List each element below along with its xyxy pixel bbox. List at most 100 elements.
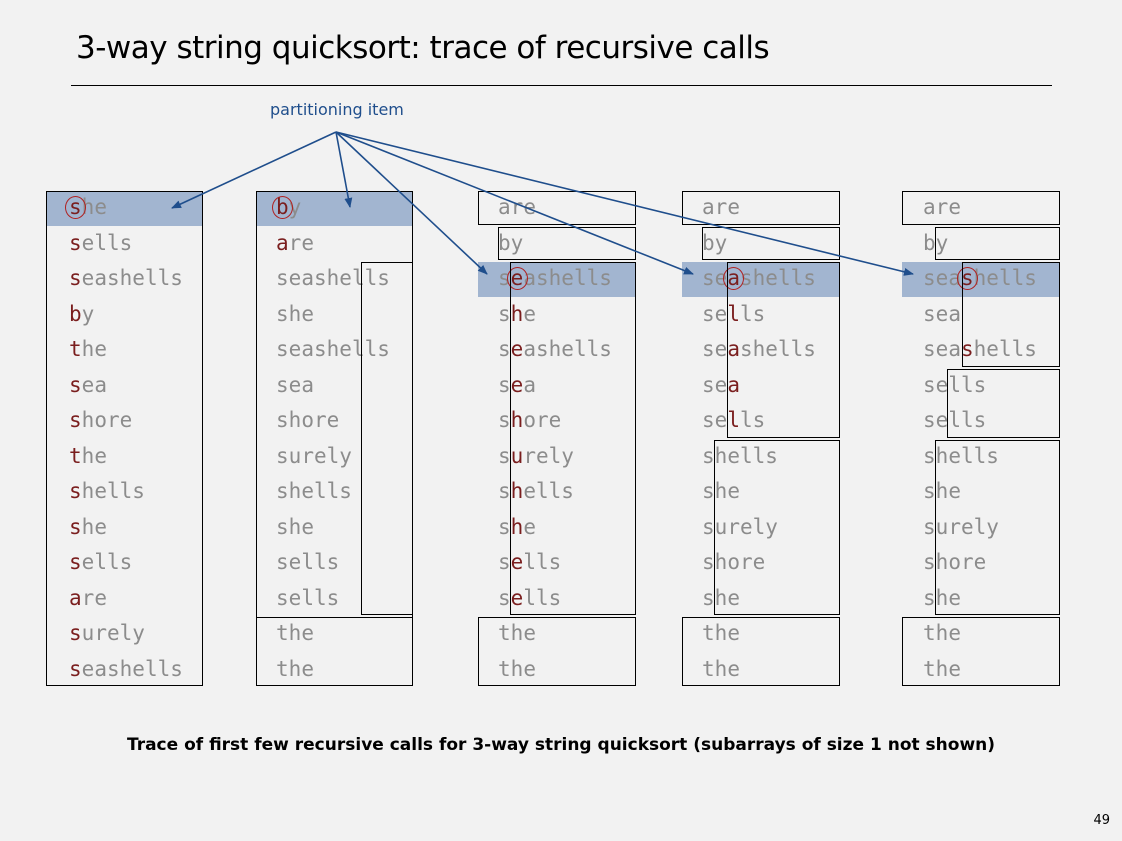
trace-word: seashells bbox=[69, 656, 183, 681]
trace-word: seashells bbox=[69, 266, 183, 290]
trace-word: shells bbox=[923, 443, 999, 468]
trace-word: shore bbox=[276, 408, 340, 432]
partition-row-highlight bbox=[682, 262, 840, 297]
trace-word: seashells bbox=[276, 337, 390, 361]
trace-word: are bbox=[923, 195, 961, 219]
subarray-box bbox=[714, 439, 840, 615]
trace-word: sells bbox=[69, 550, 133, 574]
trace-word: sells bbox=[276, 550, 340, 574]
subarray-box bbox=[947, 368, 1060, 438]
trace-word: shells bbox=[702, 443, 778, 468]
subarray-box bbox=[682, 617, 840, 686]
partition-row-highlight bbox=[478, 262, 636, 297]
trace-word: sells bbox=[498, 550, 562, 574]
subarray-box bbox=[46, 191, 203, 686]
trace-word: she bbox=[498, 301, 536, 326]
arrow-to-col3 bbox=[335, 131, 488, 275]
trace-word: sea bbox=[498, 372, 536, 397]
trace-word: are bbox=[276, 230, 314, 255]
trace-word: shells bbox=[69, 479, 145, 503]
trace-word: sells bbox=[276, 585, 340, 610]
trace-word: surely bbox=[498, 443, 574, 468]
trace-word: sells bbox=[498, 585, 562, 610]
trace-word: sea bbox=[923, 301, 961, 326]
subarray-box bbox=[702, 226, 840, 260]
partitioning-char-circle bbox=[723, 267, 745, 290]
subarray-box bbox=[478, 617, 636, 686]
trace-word: are bbox=[69, 585, 107, 610]
trace-word: she bbox=[923, 479, 961, 503]
trace-word: the bbox=[69, 443, 107, 468]
trace-word: shore bbox=[702, 550, 766, 574]
arrow-to-col1 bbox=[171, 131, 337, 209]
trace-word: surely bbox=[69, 621, 145, 645]
subarray-box bbox=[478, 191, 636, 225]
trace-word: the bbox=[498, 621, 536, 645]
trace-word: are bbox=[702, 195, 740, 219]
trace-word: shore bbox=[923, 550, 987, 574]
trace-word: she bbox=[702, 585, 740, 610]
trace-word: by bbox=[498, 230, 524, 255]
trace-word: are bbox=[498, 195, 536, 219]
subarray-box bbox=[935, 226, 1060, 260]
trace-word: shore bbox=[69, 408, 133, 432]
trace-word: she bbox=[276, 514, 314, 539]
subarray-box bbox=[727, 262, 840, 438]
trace-word: sea bbox=[276, 372, 314, 397]
subarray-box bbox=[902, 191, 1060, 225]
subarray-box bbox=[902, 617, 1060, 686]
figure-caption: Trace of first few recursive calls for 3… bbox=[126, 735, 996, 755]
trace-word: the bbox=[276, 656, 314, 681]
arrow-to-col2 bbox=[335, 131, 353, 208]
trace-word: seashells bbox=[702, 337, 816, 361]
trace-word: she bbox=[276, 301, 314, 326]
partitioning-char-circle bbox=[956, 267, 978, 290]
trace-word: the bbox=[498, 656, 536, 681]
trace-word: seashells bbox=[923, 337, 1037, 361]
trace-word: seashells bbox=[498, 337, 612, 361]
trace-word: the bbox=[923, 656, 961, 681]
trace-word: sells bbox=[702, 301, 766, 326]
trace-word: the bbox=[923, 621, 961, 645]
trace-word: the bbox=[69, 337, 107, 361]
subarray-box bbox=[682, 191, 840, 225]
trace-word: she bbox=[498, 514, 536, 539]
trace-word: the bbox=[702, 621, 740, 645]
trace-word: she bbox=[69, 514, 107, 539]
partitioning-item-label: partitioning item bbox=[270, 100, 404, 119]
trace-word: sells bbox=[923, 372, 987, 397]
trace-word: the bbox=[276, 621, 314, 645]
subarray-box bbox=[962, 262, 1060, 367]
partition-row-highlight bbox=[902, 262, 1060, 297]
trace-word: sea bbox=[702, 372, 740, 397]
trace-word: sells bbox=[923, 408, 987, 432]
partitioning-char-circle bbox=[65, 196, 86, 219]
subarray-box bbox=[935, 439, 1060, 615]
trace-word: she bbox=[923, 585, 961, 610]
partitioning-char-circle bbox=[272, 196, 293, 219]
trace-word: by bbox=[702, 230, 728, 255]
trace-word: shells bbox=[276, 479, 352, 503]
subarray-box bbox=[510, 262, 636, 615]
trace-word: sells bbox=[69, 230, 133, 255]
trace-word: she bbox=[702, 479, 740, 503]
trace-word: by bbox=[69, 301, 95, 326]
trace-word: sells bbox=[702, 408, 766, 432]
trace-word: shore bbox=[498, 408, 562, 432]
trace-word: by bbox=[923, 230, 949, 255]
trace-word: sea bbox=[69, 372, 107, 397]
page-number: 49 bbox=[1093, 813, 1110, 828]
arrow-to-col4 bbox=[335, 131, 694, 275]
trace-word: surely bbox=[702, 514, 778, 539]
subarray-box bbox=[256, 617, 413, 686]
trace-word: the bbox=[702, 656, 740, 681]
trace-word: surely bbox=[923, 514, 999, 539]
arrow-to-col5 bbox=[335, 131, 914, 276]
trace-word: surely bbox=[276, 443, 352, 468]
title-rule bbox=[71, 85, 1052, 86]
partitioning-char-circle bbox=[506, 267, 528, 290]
subarray-box bbox=[498, 226, 636, 260]
trace-word: shells bbox=[498, 479, 574, 503]
slide-title: 3-way string quicksort: trace of recursi… bbox=[76, 30, 770, 66]
